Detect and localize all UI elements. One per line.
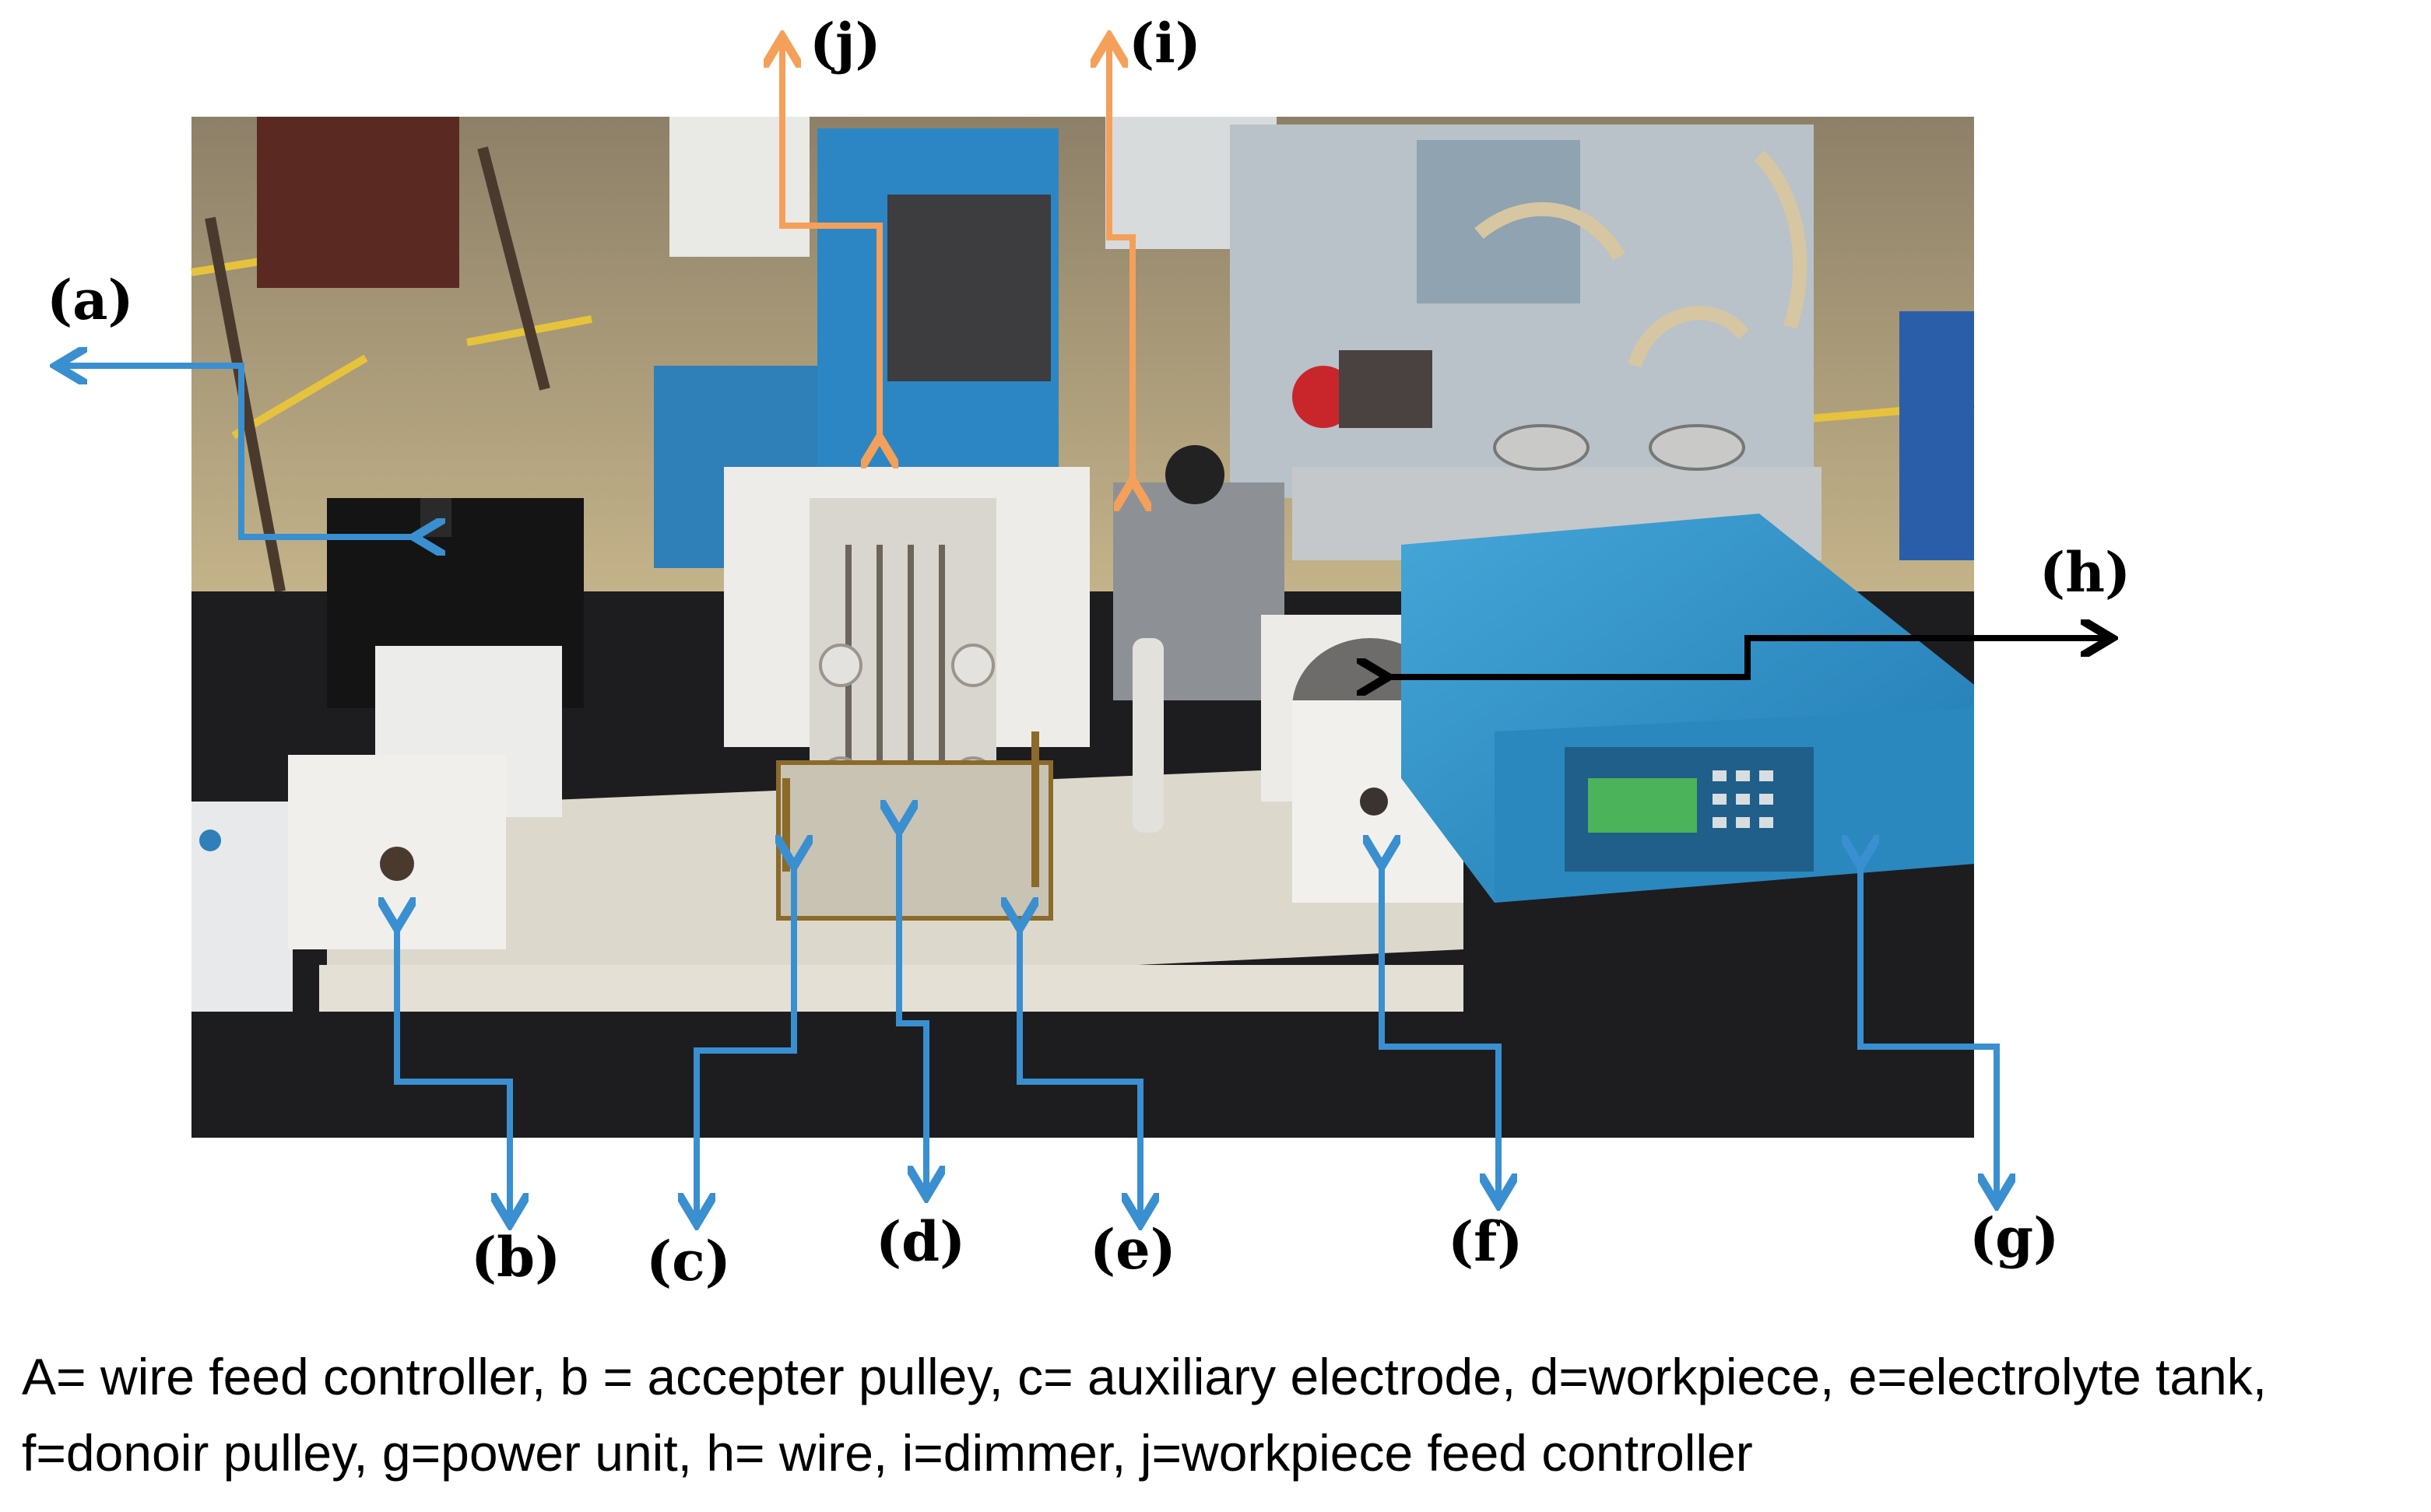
label-a: (a)	[47, 268, 134, 332]
label-g: (g)	[1969, 1205, 2059, 1270]
label-e: (e)	[1090, 1217, 1176, 1282]
setup-photo	[191, 117, 1975, 1138]
figure-caption: A= wire feed controller, b = accepter pu…	[22, 1338, 2419, 1491]
arrow-f	[1382, 860, 1498, 1198]
label-c: (c)	[646, 1229, 731, 1293]
arrow-g	[1860, 860, 1997, 1198]
arrow-h	[1382, 638, 2106, 677]
caption-line-2: f=donoir pulley, g=power unit, h= wire, …	[22, 1424, 1753, 1482]
arrow-j	[782, 43, 880, 444]
label-i: (i)	[1129, 11, 1201, 75]
arrow-c	[697, 860, 794, 1218]
arrow-b	[397, 922, 510, 1218]
label-f: (f)	[1448, 1209, 1523, 1274]
label-d: (d)	[876, 1209, 965, 1274]
label-j: (j)	[810, 11, 881, 75]
arrow-a	[62, 366, 420, 537]
annotation-arrows	[62, 43, 2106, 1218]
arrow-e	[1020, 922, 1140, 1218]
label-h: (h)	[2039, 540, 2131, 605]
label-b: (b)	[471, 1225, 560, 1289]
caption-line-1: A= wire feed controller, b = accepter pu…	[22, 1348, 2268, 1405]
part-labels: (a) (b) (c) (d) (e) (f) (g) (h) (i) (j)	[47, 11, 2131, 1293]
arrow-i	[1109, 43, 1133, 486]
arrow-d	[899, 825, 926, 1191]
